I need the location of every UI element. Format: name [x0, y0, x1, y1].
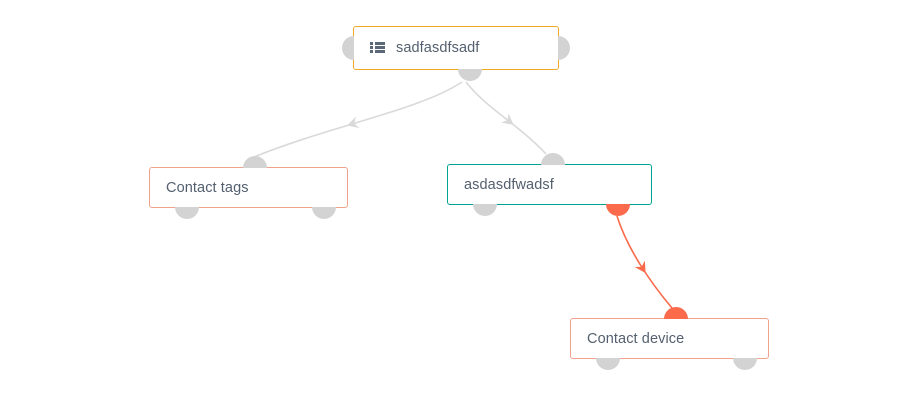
edge[interactable] — [465, 81, 547, 155]
edge-path[interactable] — [253, 81, 463, 158]
node-handle-top[interactable] — [243, 156, 267, 168]
edge[interactable] — [616, 215, 673, 309]
edge-arrowhead — [634, 260, 646, 274]
flow-node[interactable]: asdasdfwadsf — [447, 153, 652, 216]
node-handle-top[interactable] — [541, 153, 565, 165]
flow-node[interactable]: Contact tags — [149, 156, 348, 219]
flow-node-label: sadfasdfsadf — [396, 40, 480, 56]
flow-node[interactable]: sadfasdfsadf — [342, 26, 570, 81]
edge-arrowhead — [347, 116, 360, 129]
node-handle-top[interactable] — [664, 307, 688, 319]
node-handle-bottom[interactable] — [733, 358, 757, 370]
node-handle-bottom[interactable] — [606, 204, 630, 216]
edge-path[interactable] — [616, 215, 673, 309]
flow-node-label: Contact device — [587, 330, 685, 347]
edge[interactable] — [253, 81, 463, 158]
edge-arrowhead — [501, 113, 514, 125]
node-handle-bottom[interactable] — [596, 358, 620, 370]
flow-node[interactable]: Contact device — [570, 307, 769, 370]
node-handle-bottom[interactable] — [312, 207, 336, 219]
node-handle-bottom[interactable] — [458, 69, 482, 81]
node-handle-bottom[interactable] — [175, 207, 199, 219]
list-icon — [370, 41, 385, 55]
edge-path[interactable] — [465, 81, 547, 155]
flow-node-label: Contact tags — [166, 179, 249, 196]
flow-node-label: asdasdfwadsf — [464, 176, 554, 193]
node-handle-bottom[interactable] — [473, 204, 497, 216]
node-handle-left[interactable] — [342, 36, 354, 60]
node-handle-right[interactable] — [558, 36, 570, 60]
